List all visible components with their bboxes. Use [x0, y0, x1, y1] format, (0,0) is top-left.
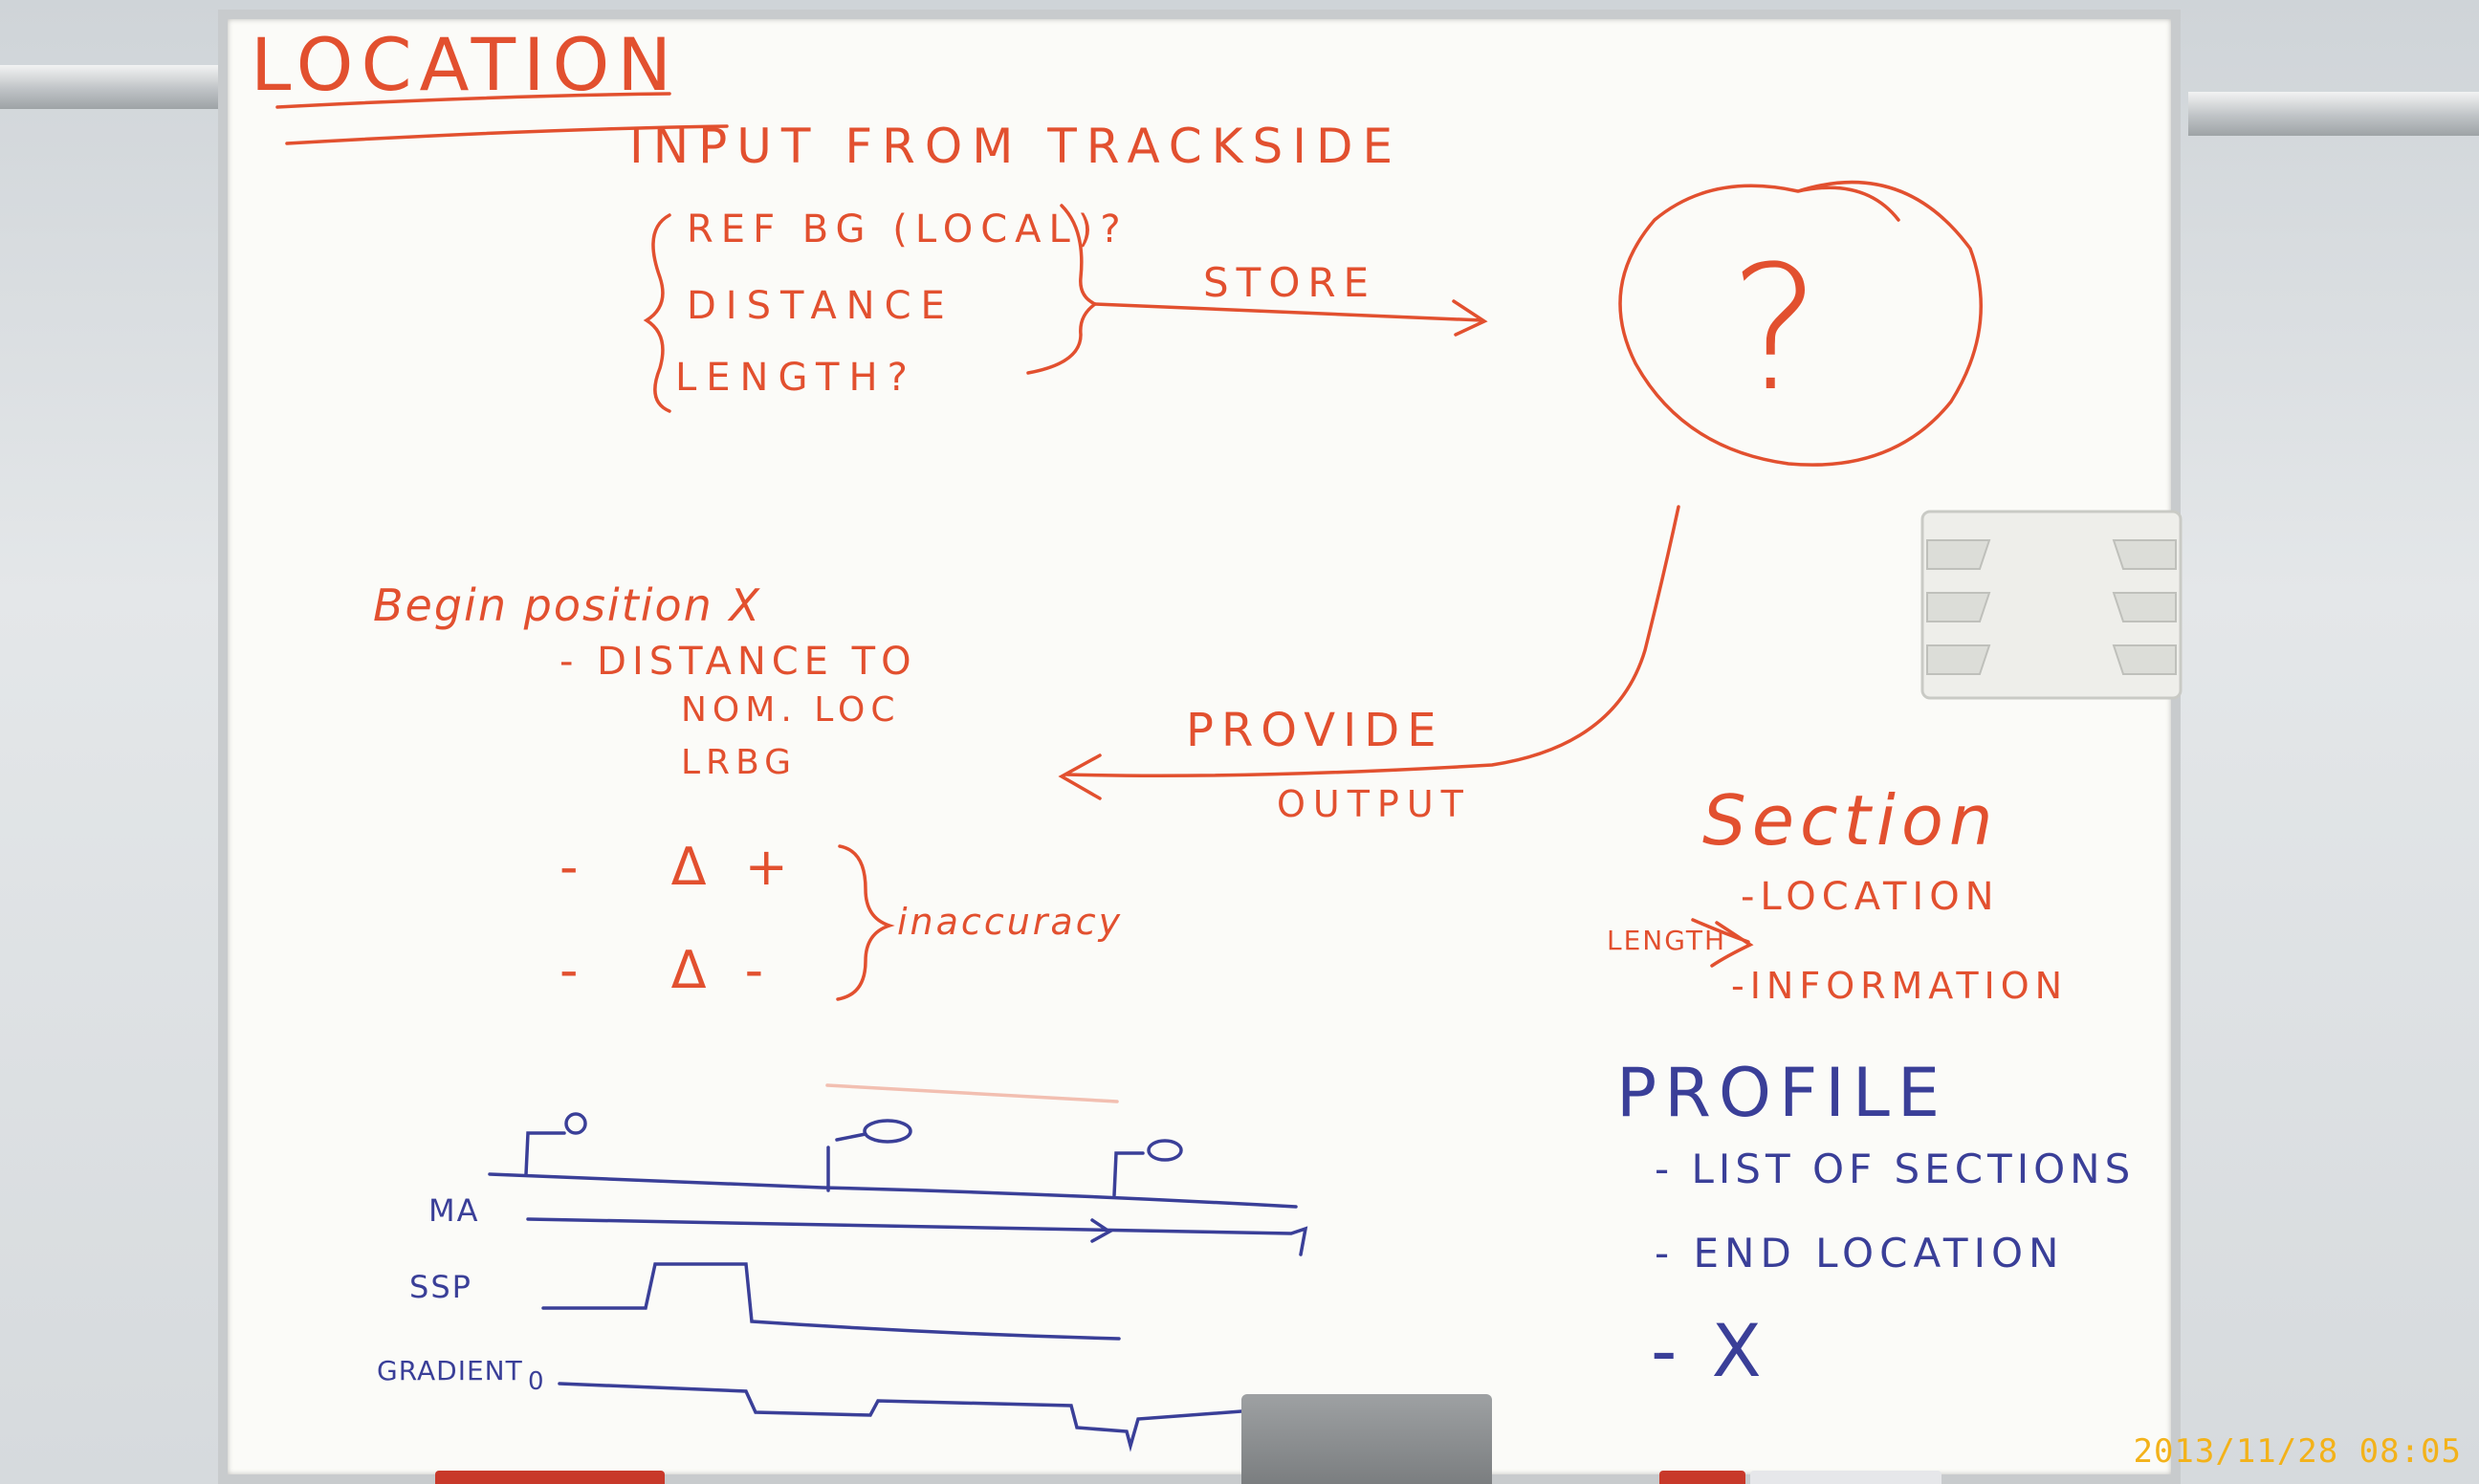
marker-cap: [1750, 1471, 1942, 1484]
question-mark: ?: [1729, 229, 1821, 429]
dimension-line: [825, 1083, 1119, 1103]
length-arrow-head: [1710, 921, 1754, 968]
left-rail: [0, 65, 222, 109]
red-marker: [435, 1471, 665, 1484]
balise-marker-3: [1112, 1151, 1145, 1197]
balise-line: [488, 1172, 1298, 1209]
section-heading: Section: [1702, 780, 1999, 861]
begin-position-heading: Begin position X: [373, 579, 761, 631]
input-item-distance: DISTANCE: [687, 284, 954, 328]
balise-circle-3: [1147, 1139, 1183, 1162]
provide-label: PROVIDE: [1186, 704, 1444, 757]
title-underline-2: [285, 124, 729, 145]
balise-marker-1: [524, 1131, 566, 1176]
begin-item-distance: - DISTANCE TO: [559, 640, 917, 684]
input-item-length: LENGTH?: [675, 356, 917, 400]
store-label: STORE: [1203, 259, 1377, 306]
gradient-profile: [558, 1382, 1243, 1452]
profile-item-list-of-sections: - LIST OF SECTIONS: [1655, 1146, 2136, 1192]
balise-marker-2: [835, 1132, 867, 1142]
ma-line: [526, 1217, 1308, 1256]
track-label-ssp: SSP: [409, 1269, 472, 1305]
input-item-ref-bg: REF BG (LOCAL)?: [687, 207, 1129, 251]
red-marker-2: [1659, 1471, 1745, 1484]
section-item-location: -LOCATION: [1741, 875, 2000, 919]
gradient-zero-label: 0: [528, 1367, 544, 1396]
store-arrow-head: [1452, 299, 1488, 337]
delta-minus: - Δ-: [559, 940, 802, 1000]
track-label-ma: MA: [428, 1192, 480, 1229]
balise-circle-1: [564, 1112, 587, 1135]
provide-arrow: [1064, 505, 1680, 777]
output-label: OUTPUT: [1277, 783, 1471, 825]
ssp-profile: [541, 1262, 1121, 1341]
magnetic-marker-holder: [1920, 510, 2183, 700]
title-underline: [275, 92, 671, 109]
balise-circle-2: [863, 1119, 912, 1144]
store-arrow: [1093, 302, 1484, 322]
input-brace-left: [643, 213, 671, 413]
track-label-gradient: GRADIENT: [377, 1355, 523, 1386]
profile-item-end-location: - END LOCATION: [1655, 1230, 2065, 1277]
begin-item-lrbg: LRBG: [681, 743, 798, 782]
profile-heading: PROFILE: [1616, 1054, 1948, 1132]
delta-plus: - Δ+: [559, 837, 826, 897]
question-circle: [1618, 180, 1983, 467]
profile-item-x: - X: [1651, 1308, 1767, 1393]
provide-arrow-head: [1058, 753, 1102, 800]
photo-timestamp: 2013/11/28 08:05: [2133, 1432, 2462, 1471]
inaccuracy-label: inaccuracy: [897, 901, 1124, 943]
length-label: LENGTH: [1607, 925, 1727, 956]
begin-item-nom-loc: NOM. LOC: [681, 690, 901, 730]
section-item-information: -INFORMATION: [1731, 965, 2069, 1007]
input-heading: INPUT FROM TRACKSIDE: [629, 119, 1403, 174]
ma-arrow: [1090, 1218, 1113, 1243]
board-title: LOCATION: [251, 22, 680, 107]
whiteboard: [218, 10, 2181, 1484]
eraser: [1241, 1394, 1492, 1484]
right-rail: [2188, 92, 2479, 136]
inaccuracy-brace: [836, 844, 895, 1001]
